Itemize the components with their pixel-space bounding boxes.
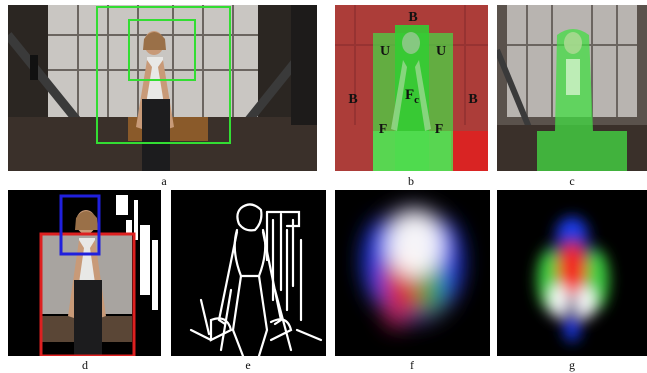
panel-d-image — [8, 190, 161, 356]
caption-e: e — [228, 358, 268, 372]
caption-b: b — [391, 174, 431, 188]
panel-c-image — [497, 5, 647, 171]
panel-e-image — [171, 190, 326, 356]
label-fc-sub: c — [414, 94, 419, 106]
label-background-right: B — [468, 92, 477, 107]
label-unknown-left: U — [380, 44, 390, 59]
label-foreground-left: F — [379, 122, 388, 137]
panel-e-svg — [171, 190, 326, 356]
label-unknown-right: U — [436, 44, 446, 59]
panel-c-svg — [497, 5, 647, 171]
caption-c: c — [552, 174, 592, 188]
caption-g: g — [552, 358, 592, 372]
caption-a: a — [144, 174, 184, 188]
label-fc-main: F — [405, 87, 414, 103]
panel-a-image — [8, 5, 317, 171]
caption-d: d — [65, 358, 105, 372]
panel-d-svg — [8, 190, 161, 356]
panel-g-image — [497, 190, 647, 356]
label-foreground-right: F — [435, 122, 444, 137]
panel-b-image: B U U B B Fc F F — [335, 5, 488, 171]
panel-f-svg — [335, 190, 490, 356]
caption-f: f — [392, 358, 432, 372]
label-background-top: B — [408, 10, 417, 25]
panel-a-svg — [8, 5, 317, 171]
label-background-left: B — [348, 92, 357, 107]
panel-g-svg — [497, 190, 647, 356]
panel-b-svg: B U U B B Fc F F — [335, 5, 488, 171]
panel-f-image — [335, 190, 490, 356]
